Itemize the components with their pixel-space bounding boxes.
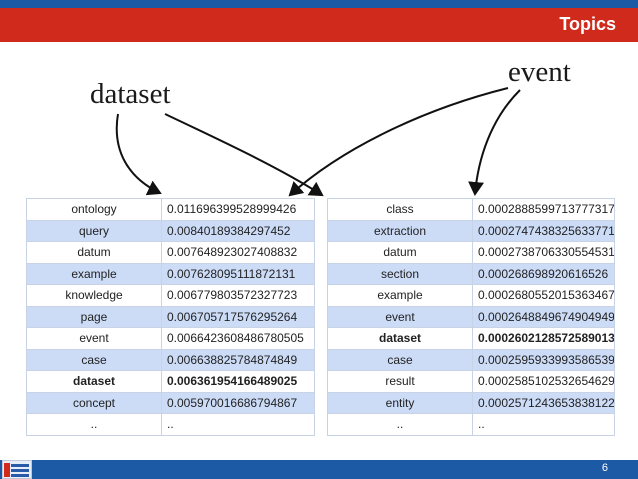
probability-cell: 0.007648923027408832 (161, 241, 315, 264)
probability-cell: 0.0002738706330554531 (472, 241, 615, 264)
arrow-event-right (468, 89, 521, 196)
callout-dataset: dataset (90, 78, 171, 110)
probability-cell: 0.0084018938429745­2 (161, 219, 315, 242)
probability-cell: 0.007628095111872131 (161, 262, 315, 285)
term-cell: .. (327, 413, 473, 436)
term-cell: section (327, 262, 473, 285)
table-row: .... (327, 413, 615, 436)
term-cell: datum (327, 241, 473, 264)
probability-cell: 0.00027474383256337­71 (472, 219, 615, 242)
probability-cell: 0.006638825784874849 (161, 348, 315, 371)
term-cell: event (327, 305, 473, 328)
footer-bar (0, 460, 638, 479)
term-cell: entity (327, 391, 473, 414)
probability-cell: 0.005970016686794867 (161, 391, 315, 414)
term-cell: result (327, 370, 473, 393)
probability-cell: 0.0002888599713777317 (472, 198, 615, 221)
term-cell: concept (26, 391, 162, 414)
term-cell: page (26, 305, 162, 328)
probability-cell: 0.006361954166489025 (161, 370, 315, 393)
probability-cell: 0.0002648849674904949 (472, 305, 615, 328)
probability-cell: 0.0002680552015363467 (472, 284, 615, 307)
probability-cell: 0.0002602128572589013 (472, 327, 615, 350)
arrow-dataset-left (115, 113, 162, 196)
term-cell: example (327, 284, 473, 307)
header-bar: Topics (0, 8, 638, 42)
term-cell: case (26, 348, 162, 371)
probability-cell: 0.006705717576295264 (161, 305, 315, 328)
probability-cell: 0.0066423608486780505 (161, 327, 315, 350)
term-cell: .. (26, 413, 162, 436)
probability-cell: .. (161, 413, 315, 436)
institution-logo (2, 460, 32, 479)
page-number: 6 (601, 462, 608, 474)
term-cell: case (327, 348, 473, 371)
arrow-event-left (288, 87, 509, 197)
term-cell: ontology (26, 198, 162, 221)
term-cell: example (26, 262, 162, 285)
probability-cell: 0.0002585102532654629 (472, 370, 615, 393)
slide-title: Topics (559, 14, 616, 34)
term-cell: datum (26, 241, 162, 264)
probability-cell: 0.011696399528999426 (161, 198, 315, 221)
arrow-dataset-right (164, 113, 324, 197)
top-stripe (0, 0, 638, 8)
probability-cell: .. (472, 413, 615, 436)
term-cell: dataset (327, 327, 473, 350)
term-cell: class (327, 198, 473, 221)
term-cell: event (26, 327, 162, 350)
term-cell: extraction (327, 219, 473, 242)
probability-cell: 0.006779803572327723 (161, 284, 315, 307)
probability-cell: 0.0002595933993586539 (472, 348, 615, 371)
callout-event: event (508, 56, 571, 88)
probability-cell: 0.0002571243653838122 (472, 391, 615, 414)
table-row: .... (26, 413, 315, 436)
term-cell: query (26, 219, 162, 242)
probability-cell: 0.000268698920616526 (472, 262, 615, 285)
term-cell: dataset (26, 370, 162, 393)
term-cell: knowledge (26, 284, 162, 307)
